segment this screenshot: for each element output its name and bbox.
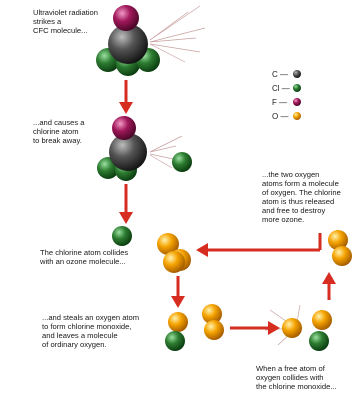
legend-chlorine-swatch	[293, 84, 301, 92]
caption-step-4: ...and steals an oxygen atom to form chl…	[42, 313, 140, 349]
carbon-atom	[108, 24, 148, 64]
chlorine-monoxide	[165, 312, 188, 351]
caption-step-5: When a free atom of oxygen collides with…	[256, 364, 337, 391]
legend-chlorine-label: Cl —	[272, 84, 290, 93]
chlorine-atom	[165, 331, 185, 351]
oxygen-atom	[312, 310, 332, 330]
caption-step-2: ...and causes a chlorine atom to break a…	[33, 118, 85, 145]
oxygen-atom	[202, 304, 222, 324]
oxygen-atom	[204, 320, 224, 340]
oxygen-molecule	[202, 304, 224, 340]
ozone-molecule	[157, 233, 191, 273]
free-chlorine-atom	[172, 152, 192, 172]
oxygen-atom	[163, 251, 185, 273]
fluorine-atom	[112, 116, 136, 140]
caption-step-6: ...the two oxygen atoms form a molecule …	[262, 170, 341, 224]
uv-rays-1	[149, 5, 206, 63]
chlorine-monoxide-2	[309, 310, 332, 351]
oxygen-atom	[168, 312, 188, 332]
cfc-fragment	[97, 116, 147, 181]
oxygen-atom	[328, 230, 348, 250]
cfc-molecule	[96, 5, 160, 76]
legend-carbon-swatch	[293, 70, 301, 78]
legend-oxygen-swatch	[293, 112, 301, 120]
oxygen-atom	[157, 233, 179, 255]
fluorine-atom	[113, 5, 139, 31]
legend-fluorine-label: F —	[272, 98, 288, 107]
carbon-atom	[109, 133, 147, 171]
reaction-arrows	[119, 80, 336, 335]
legend-carbon-label: C —	[272, 70, 288, 79]
free-oxygen-atom	[282, 318, 302, 338]
caption-step-3: The chlorine atom collides with an ozone…	[40, 248, 129, 266]
oxygen-molecule-2	[328, 230, 352, 266]
oxygen-atom	[332, 246, 352, 266]
legend-fluorine-swatch	[293, 98, 301, 106]
chlorine-atom	[309, 331, 329, 351]
legend-oxygen-label: O —	[272, 112, 289, 121]
legend-swatches	[293, 70, 301, 120]
caption-step-1: Ultraviolet radiation strikes a CFC mole…	[33, 8, 98, 35]
chlorine-atom-colliding	[112, 226, 132, 246]
